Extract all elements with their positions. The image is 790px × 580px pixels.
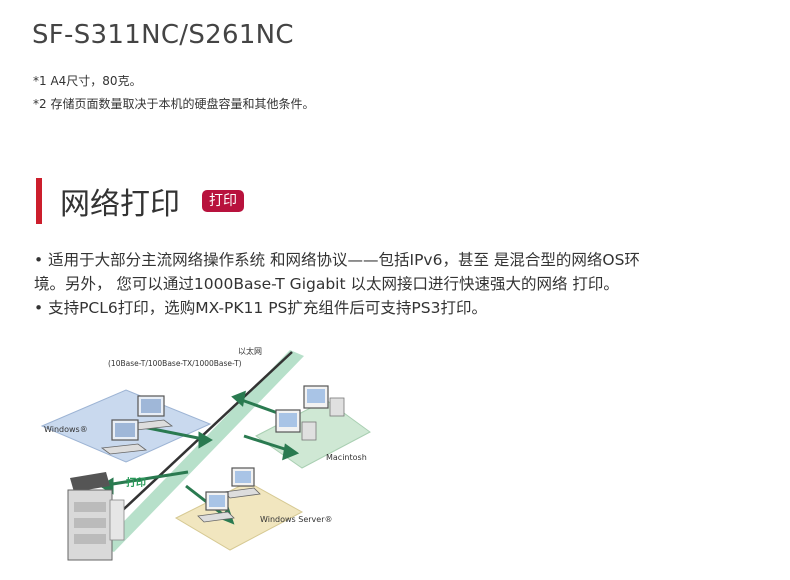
model-title: SF-S311NC/S261NC: [32, 20, 294, 50]
section-title: 网络打印: [60, 187, 180, 222]
windows-server-pc-1: [223, 467, 261, 499]
windows-pc-2: [100, 419, 148, 455]
section-heading: 网络打印 打印: [36, 178, 244, 224]
footnote-2: *2 存储页面数量取决于本机的硬盘容量和其他条件。: [33, 97, 315, 111]
bullet-2: • 支持PCL6打印，选购MX-PK11 PS扩充组件后可支持PS3打印。: [34, 299, 487, 317]
macintosh-pc-1: [303, 385, 345, 417]
macintosh-label: Macintosh: [326, 453, 367, 462]
mfp-printer-icon: [67, 472, 125, 561]
macintosh-pc-2: [275, 409, 317, 441]
bullet-1-line-2: 境。另外， 您可以通过1000Base-T Gigabit 以太网接口进行快速强…: [34, 275, 619, 293]
feature-list: • 适用于大部分主流网络操作系统 和网络协议——包括IPv6，甚至 是混合型的网…: [34, 248, 734, 320]
ethernet-label: 以太网: [238, 346, 262, 356]
ethernet-spec-label: (10Base-T/100Base-TX/1000Base-T): [108, 359, 242, 368]
windows-pc-1: [126, 395, 174, 431]
windows-label: Windows®: [44, 425, 88, 434]
bullet-1-line-1: • 适用于大部分主流网络操作系统 和网络协议——包括IPv6，甚至 是混合型的网…: [34, 251, 640, 269]
print-label: 打印: [126, 476, 146, 489]
network-diagram: 以太网 (10Base-T/100Base-TX/1000Base-T) Win…: [40, 346, 371, 561]
windows-server-label: Windows Server®: [260, 515, 333, 524]
print-badge: 打印: [202, 190, 244, 212]
network-green-band: [100, 350, 304, 552]
section-accent-bar: [36, 178, 42, 224]
windows-server-pc-2: [197, 491, 235, 523]
footnote-1: *1 A4尺寸，80克。: [33, 74, 142, 88]
